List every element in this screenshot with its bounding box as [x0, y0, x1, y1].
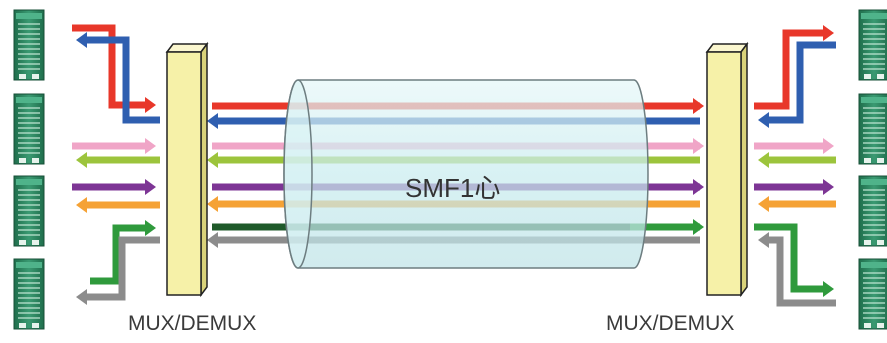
network-equipment-icon: [13, 175, 45, 247]
signal-arrow-red: [72, 24, 156, 113]
network-equipment-icon: [13, 258, 45, 330]
mux-demux-left: [165, 41, 209, 298]
arrow-head: [758, 152, 769, 168]
network-equipment-icon: [858, 9, 887, 81]
signal-arrow-gray-right: [758, 232, 836, 307]
signal-arrow-gray: [76, 236, 160, 305]
signal-arrow-pink: [72, 138, 156, 154]
signal-arrow-lime-right: [758, 152, 836, 168]
fiber-label: SMF1心: [405, 173, 501, 203]
arrow-head: [145, 138, 156, 154]
arrow-head: [145, 97, 156, 113]
arrow-head: [693, 179, 704, 195]
arrow-head: [823, 179, 834, 195]
signal-arrow-lime: [76, 152, 160, 168]
arrow-head: [76, 152, 87, 168]
arrow-head: [76, 197, 87, 213]
signal-arrow-red-right: [754, 25, 834, 110]
arrow-head: [758, 112, 769, 128]
mux-demux-right: [705, 41, 749, 298]
network-equipment-icon: [858, 258, 887, 330]
mux-demux-right-label: MUX/DEMUX: [606, 312, 735, 335]
fiber-cable: [283, 79, 649, 269]
arrow-head: [145, 220, 156, 236]
arrow-head: [823, 281, 834, 297]
arrow-head: [758, 196, 769, 212]
arrow-head: [76, 289, 87, 305]
network-equipment-icon: [13, 93, 45, 165]
signal-arrow-purple: [72, 179, 156, 195]
mux-demux-left-label: MUX/DEMUX: [128, 312, 257, 335]
arrow-head: [823, 138, 834, 154]
network-equipment-icon: [858, 93, 887, 165]
arrow-head: [693, 98, 704, 114]
arrow-head: [207, 152, 218, 168]
arrow-head: [758, 232, 769, 248]
arrow-head: [207, 196, 218, 212]
arrow-head: [76, 32, 87, 48]
signal-arrow-green: [90, 220, 156, 285]
signal-arrow-pink-right: [754, 138, 834, 154]
signal-arrow-purple-right: [754, 179, 834, 195]
arrow-head: [145, 179, 156, 195]
network-equipment-icon: [13, 9, 45, 81]
network-equipment-icon: [858, 175, 887, 247]
arrow-head: [207, 232, 218, 248]
signal-arrow-orange-right: [758, 196, 836, 212]
arrow-head: [207, 113, 218, 129]
signal-arrow-blue: [76, 32, 160, 124]
fiber-end: [283, 79, 313, 269]
arrow-head: [693, 219, 704, 235]
signal-arrow-green-right: [754, 223, 834, 297]
arrow-head: [823, 25, 834, 41]
arrow-head: [693, 138, 704, 154]
signal-arrow-blue-right: [758, 41, 836, 128]
signal-arrow-orange: [76, 197, 160, 213]
